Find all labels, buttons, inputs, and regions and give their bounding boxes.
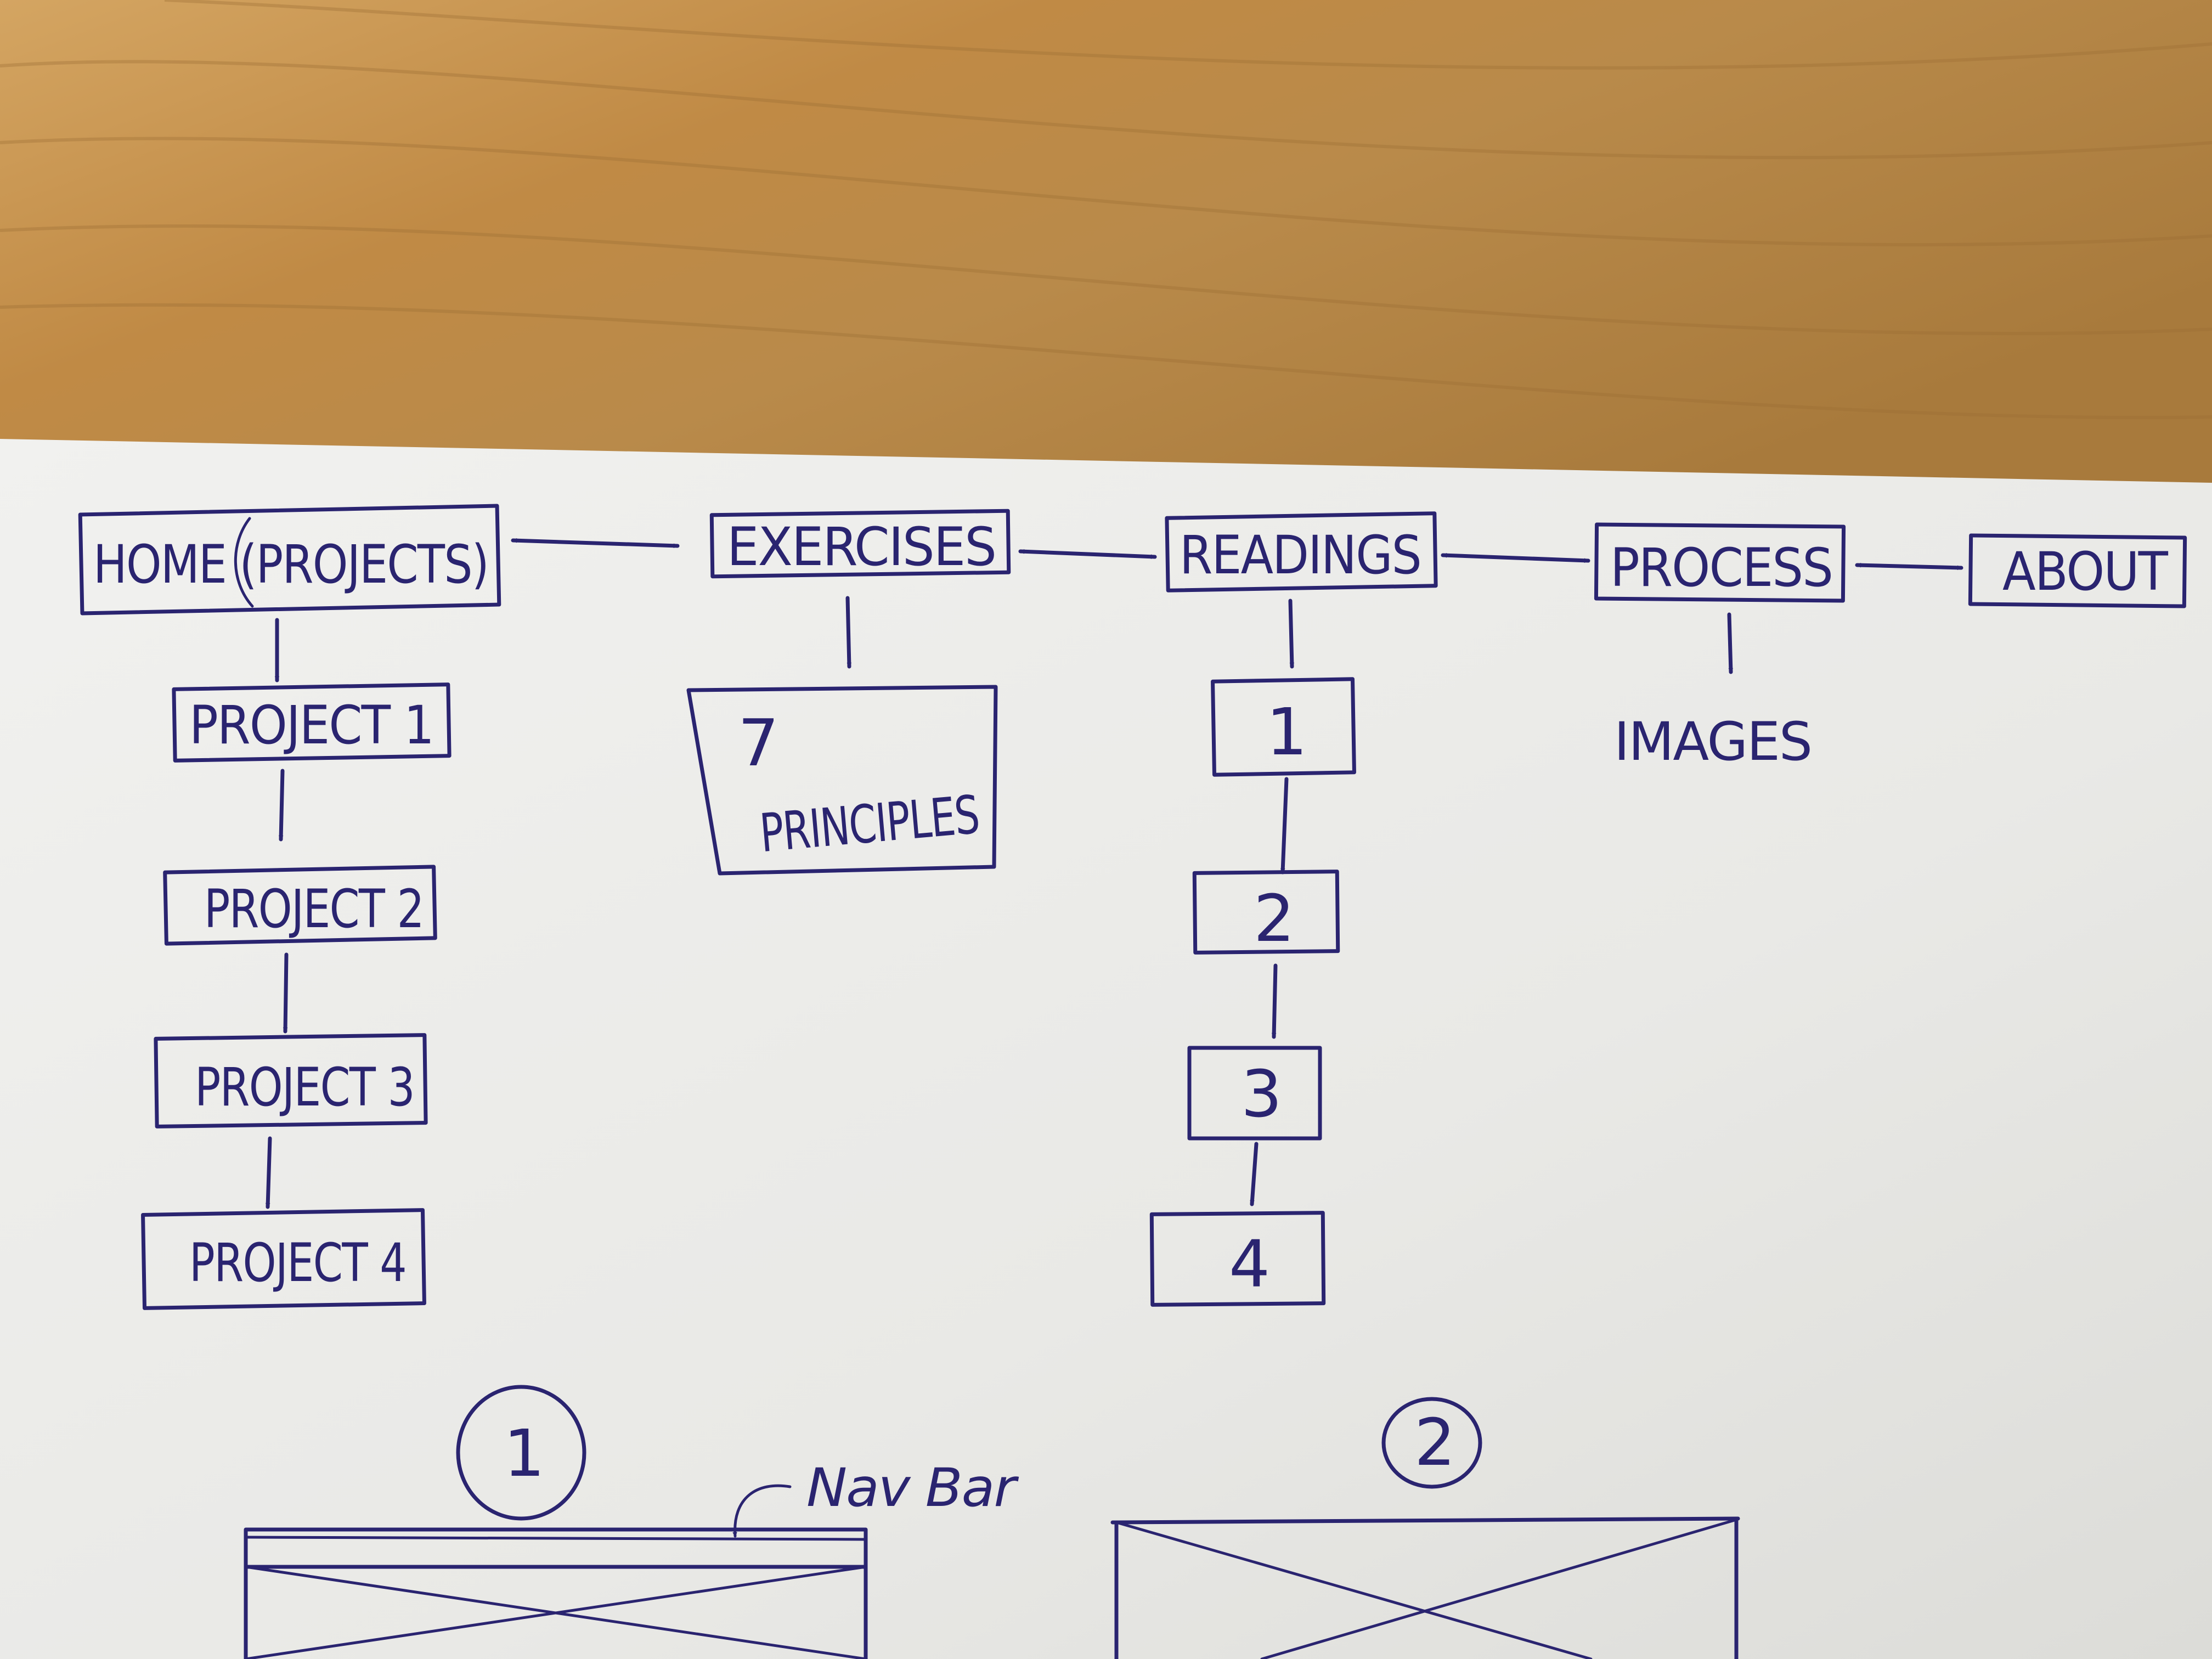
wireframe-1-navbar-label: Nav Bar	[806, 1457, 1019, 1519]
process-child-images: IMAGES	[1614, 711, 1812, 772]
nav-label-home: HOME (PROJECTS)	[93, 534, 488, 595]
reading-label-2: 2	[1254, 881, 1294, 956]
nav-label-exercises: EXERCISES	[727, 516, 996, 578]
wireframe-1-badge: 1	[456, 1385, 586, 1521]
reading-node-1: 1	[1211, 677, 1356, 777]
arrow-home-exercises	[511, 540, 680, 546]
arrow-readings-process	[1441, 555, 1590, 561]
reading-label-4: 4	[1229, 1226, 1269, 1302]
reading-node-3: 3	[1187, 1046, 1322, 1141]
arrow-r2-r3	[1274, 963, 1278, 1039]
arrow-exercises-principles	[845, 596, 849, 669]
arrow-exercises-readings	[1018, 551, 1157, 557]
arrow-r1-r2	[1283, 777, 1289, 874]
wireframe-1	[244, 1527, 868, 1659]
project-node-2: PROJECT 2	[163, 865, 437, 946]
project-node-3: PROJECT 3	[154, 1033, 428, 1128]
wireframe-2-badge: 2	[1381, 1397, 1482, 1489]
reading-node-4: 4	[1149, 1211, 1326, 1307]
nav-node-exercises: EXERCISES	[709, 509, 1011, 579]
project-label-4: PROJECT 4	[189, 1232, 406, 1294]
arrow-project3-project4	[268, 1136, 272, 1209]
nav-label-readings: READINGS	[1180, 524, 1421, 586]
wireframe-1-navbar-annotation: Nav Bar	[735, 1457, 1020, 1538]
arrow-project2-project3	[285, 952, 289, 1034]
arrow-r3-r4	[1252, 1142, 1259, 1206]
wireframe-2-number: 2	[1414, 1404, 1454, 1480]
wood-grain	[0, 0, 2212, 420]
project-label-1: PROJECT 1	[189, 695, 433, 756]
wooden-table	[0, 0, 2212, 494]
project-node-1: PROJECT 1	[172, 682, 452, 763]
arrow-process-images	[1727, 612, 1731, 674]
paper-sheet	[0, 439, 2212, 1659]
arrow-process-about	[1855, 565, 1963, 568]
wireframe-2	[1110, 1516, 1740, 1659]
nav-node-about: ABOUT	[1968, 533, 2187, 608]
nav-node-process: PROCESS	[1594, 522, 1846, 603]
nav-label-about: ABOUT	[2002, 541, 2168, 602]
arrow-project1-project2	[281, 769, 285, 842]
arrow-readings-r1	[1288, 599, 1292, 669]
nav-label-process: PROCESS	[1610, 537, 1832, 599]
reading-label-3: 3	[1241, 1056, 1281, 1132]
project-label-2: PROJECT 2	[204, 878, 424, 940]
project-node-4: PROJECT 4	[141, 1208, 426, 1310]
principles-number: 7	[738, 705, 778, 781]
wireframe-1-number: 1	[504, 1415, 544, 1491]
nav-node-readings: READINGS	[1165, 511, 1438, 592]
project-label-3: PROJECT 3	[195, 1057, 414, 1118]
reading-label-1: 1	[1266, 694, 1306, 770]
reading-node-2: 2	[1192, 870, 1340, 956]
nav-node-home: HOME (PROJECTS)	[78, 504, 501, 616]
